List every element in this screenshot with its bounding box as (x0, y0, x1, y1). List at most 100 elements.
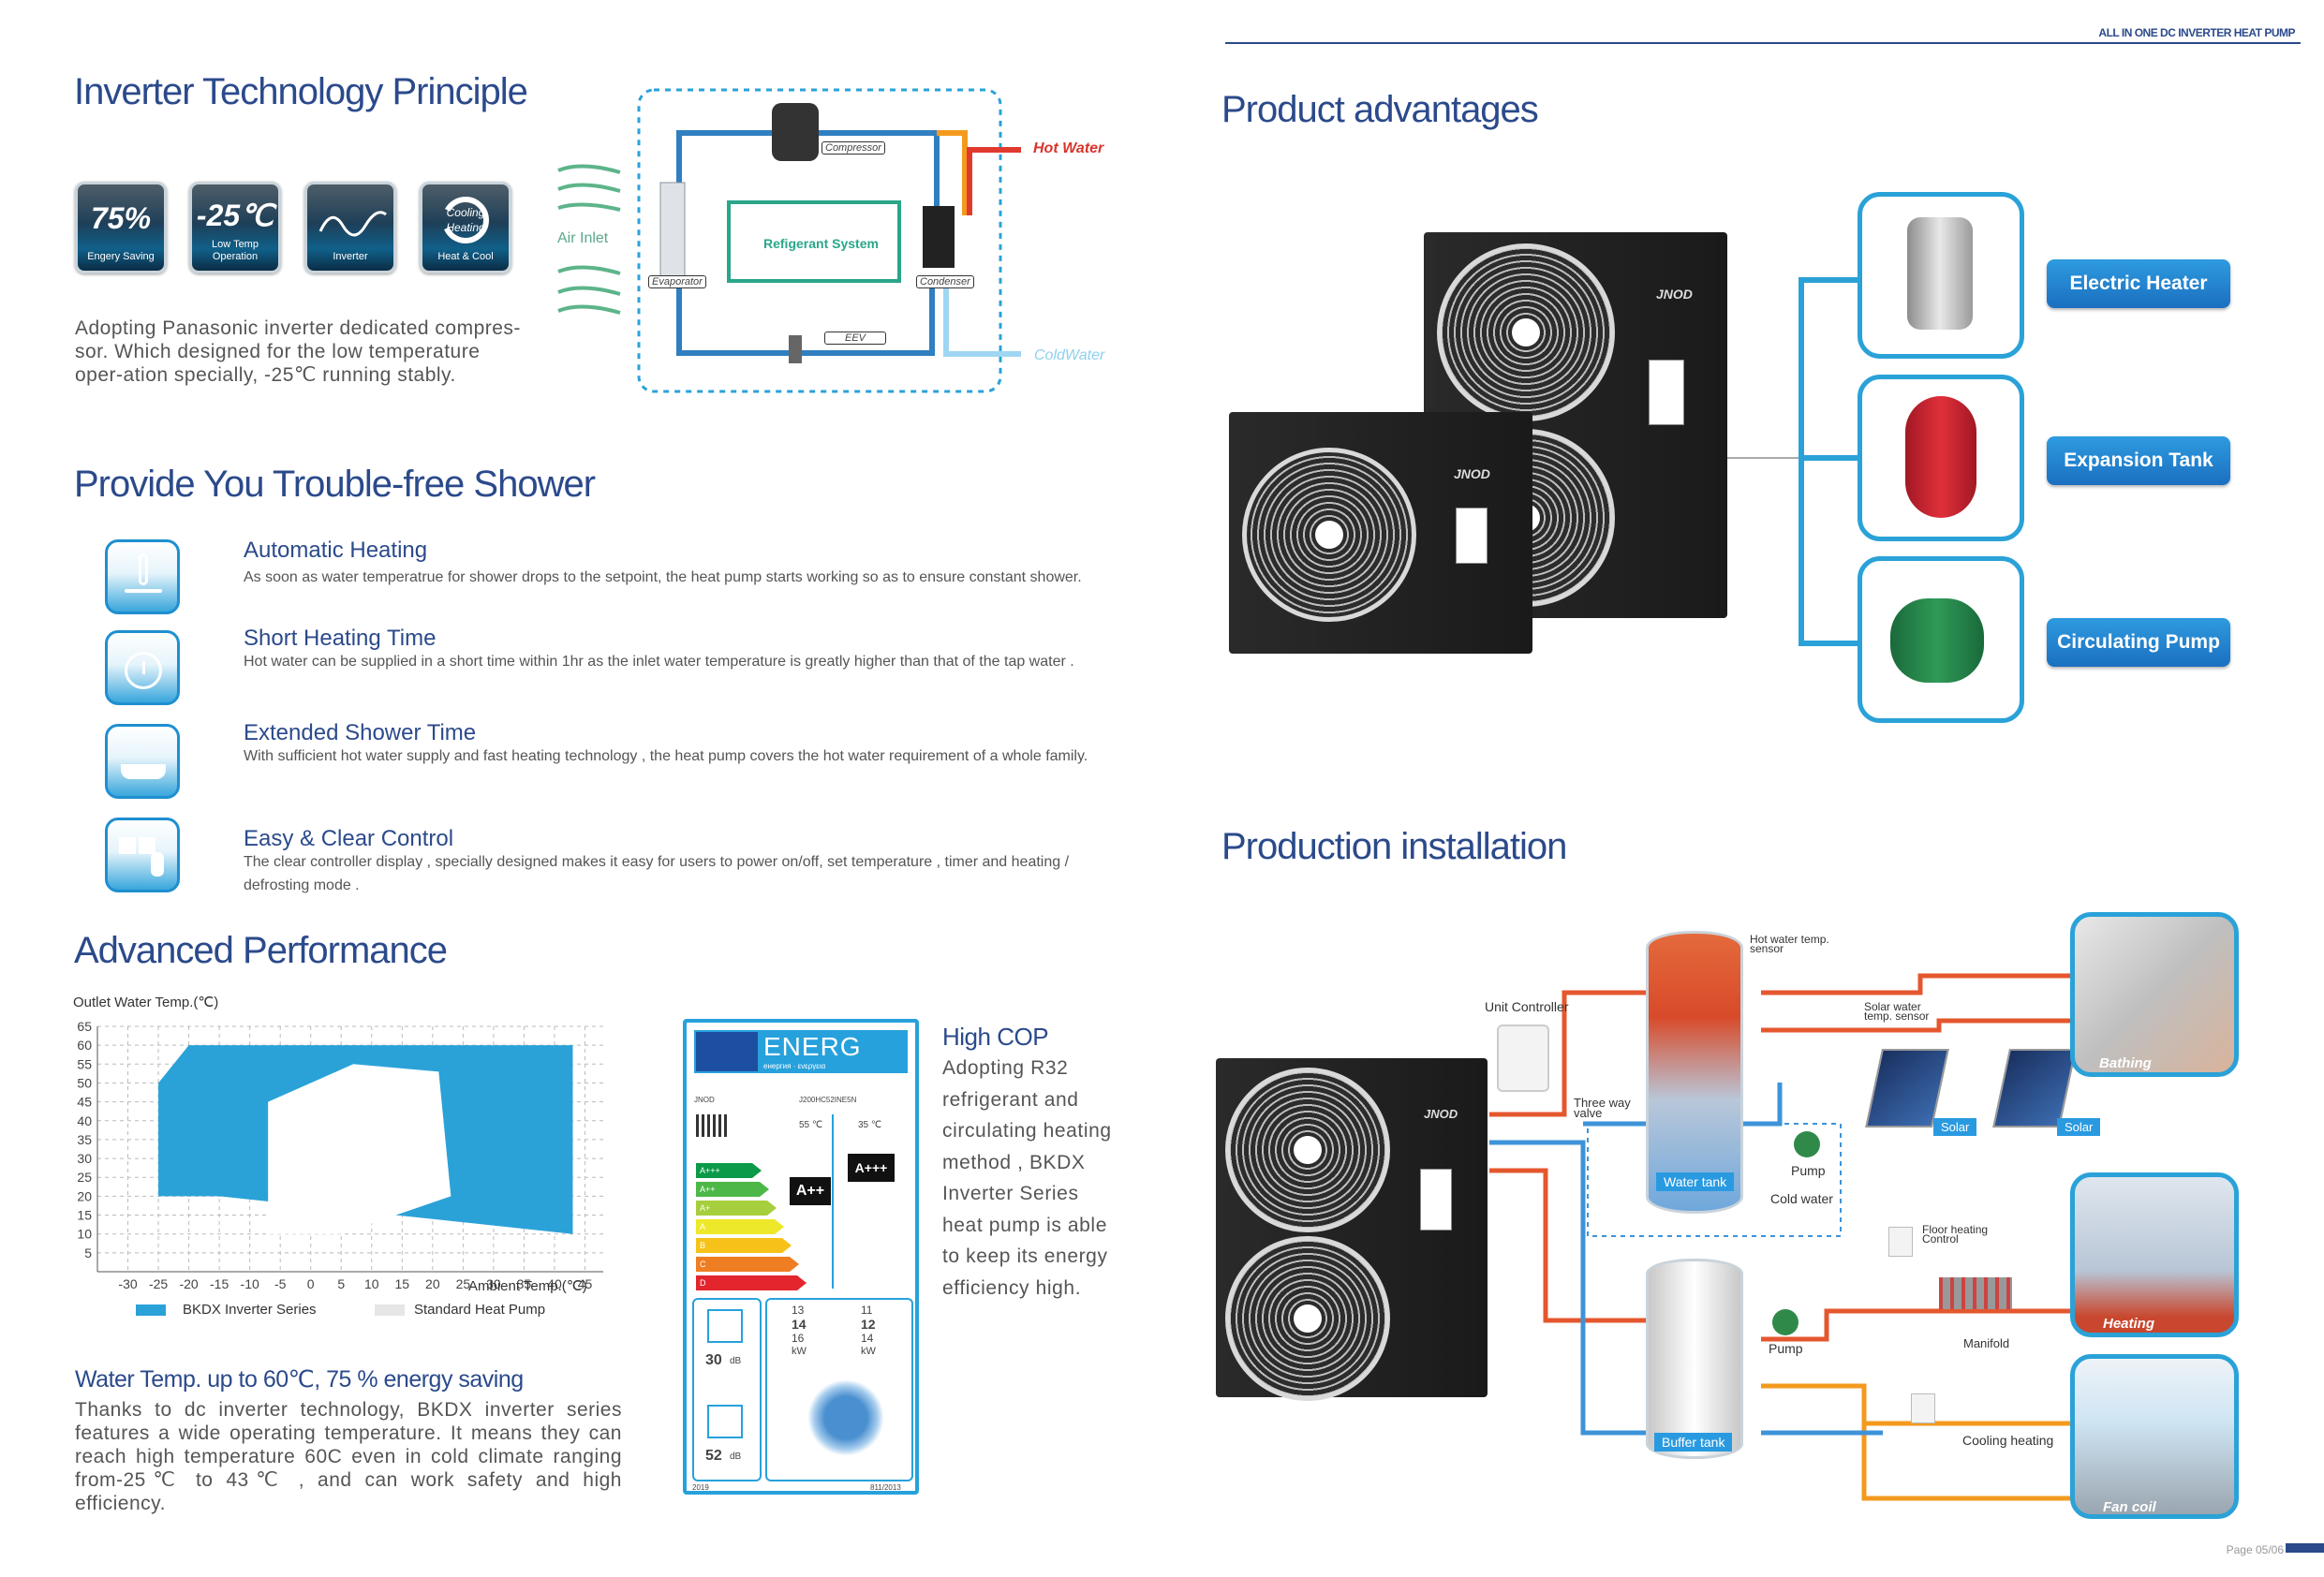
electric-heater-box (1858, 192, 2024, 359)
expansion-tank-button[interactable]: Expansion Tank (2047, 436, 2230, 485)
x-tick-label: 15 (395, 1276, 410, 1291)
label-reg: 811/2013 (870, 1483, 901, 1492)
feature-desc-extended: With sufficient hot water supply and fas… (244, 748, 1088, 764)
connector-bracket (1799, 277, 1804, 646)
performance-subtitle: Water Temp. up to 60℃, 75 % energy savin… (75, 1366, 524, 1393)
legend-swatch-bkdx (136, 1304, 166, 1316)
cold-water-label: Cold water (1770, 1191, 1833, 1206)
page-number: Page 05/06 (2226, 1543, 2284, 1556)
radiator-icon (696, 1114, 728, 1137)
class-badge-2: A+++ (848, 1154, 895, 1182)
label-year: 2019 (692, 1483, 709, 1492)
cop-title: High COP (942, 1023, 1049, 1051)
evaporator-label: Evaporator (648, 275, 706, 288)
heating-photo: Heating (2070, 1172, 2239, 1337)
x-tick-label: 35 (517, 1276, 532, 1291)
page-marker (2286, 1543, 2324, 1553)
inverter-text: Adopting Panasonic inverter dedicated co… (75, 317, 521, 386)
pump-icon (1772, 1309, 1799, 1335)
heating-label: Heating (2103, 1316, 2155, 1332)
x-tick-label: -25 (149, 1276, 168, 1291)
legend-label-bkdx: BKDX Inverter Series (183, 1302, 317, 1318)
energy-bar-d: D (696, 1275, 807, 1290)
refrigerant-label: Refigerant System (763, 236, 879, 251)
kw-col2-b: 12 (861, 1317, 876, 1332)
buffer-tank (1646, 1259, 1743, 1459)
label-temp2: 35 ℃ (858, 1120, 882, 1130)
x-tick-label: -5 (274, 1276, 287, 1291)
feature-desc-short: Hot water can be supplied in a short tim… (244, 654, 1074, 670)
shower-title: Provide You Trouble-free Shower (74, 464, 596, 505)
bathing-label: Bathing (2099, 1055, 2152, 1071)
kw-col2-a: 11 (861, 1304, 873, 1317)
x-tick-label: 40 (547, 1276, 562, 1291)
header-rule (1225, 42, 2301, 44)
sound-outdoor-icon (707, 1405, 743, 1438)
y-tick-label: 15 (77, 1208, 92, 1223)
unit-controller-device (1497, 1024, 1549, 1092)
pump-icon (1794, 1131, 1820, 1157)
series-area-2 (268, 1064, 451, 1234)
y-tick-label: 25 (77, 1170, 92, 1185)
feature-title-extended: Extended Shower Time (244, 720, 477, 745)
thermometer-icon (105, 539, 180, 614)
circulating-pump-box (1858, 556, 2024, 723)
kw-col1-unit: kW (792, 1346, 807, 1357)
solar-sensor-label: Solar water temp. sensor (1864, 1000, 1930, 1023)
y-tick-label: 60 (77, 1038, 92, 1053)
bathing-photo: Bathing (2070, 912, 2239, 1077)
electric-heater-button[interactable]: Electric Heater (2047, 259, 2230, 308)
display-panel (1649, 360, 1684, 425)
db-indoor: 30 (705, 1352, 722, 1368)
hot-water-label: Hot Water (1033, 140, 1104, 156)
kw-col1-b: 14 (792, 1317, 807, 1332)
fan-coil-label: Fan coil (2103, 1499, 2156, 1515)
circulating-pump-button[interactable]: Circulating Pump (2047, 618, 2230, 667)
energ-langs: енергия · ενεργεια (763, 1062, 826, 1070)
manifold-icon (1939, 1277, 2012, 1309)
heat-pump-install: JNOD (1216, 1058, 1488, 1401)
y-tick-label: 65 (77, 1019, 92, 1034)
x-tick-label: -15 (210, 1276, 229, 1291)
solar-label-1: Solar (1933, 1118, 1977, 1136)
energy-bar-b: B (696, 1238, 792, 1253)
timer-icon (105, 630, 180, 705)
pump-label-1: Pump (1791, 1163, 1826, 1178)
energy-label: ENERG енергия · ενεργεια JNOD J200HC52IN… (683, 1019, 919, 1495)
x-tick-label: 20 (425, 1276, 440, 1291)
energy-bar-a: A+ (696, 1201, 777, 1216)
eu-flag (696, 1032, 758, 1071)
solar-label-2: Solar (2057, 1118, 2101, 1136)
connector-top (1799, 277, 1858, 283)
condenser-label: Condenser (916, 275, 974, 288)
air-inlet-label: Air Inlet (557, 230, 609, 246)
x-tick-label: 5 (337, 1276, 345, 1291)
feature-title-automatic: Automatic Heating (244, 538, 428, 563)
y-tick-label: 5 (84, 1245, 92, 1260)
cooling-heating-label: Cooling heating (1962, 1433, 2054, 1448)
eev-label: EEV (824, 332, 886, 345)
label-model: J200HC52INE5N (799, 1096, 857, 1104)
cop-text: Adopting R32 refrigerant and circulating… (942, 1057, 1112, 1299)
y-tick-label: 30 (77, 1151, 92, 1166)
brand-logo: JNOD (1454, 466, 1490, 481)
kw-col2-c: 14 (861, 1332, 874, 1345)
manifold-label: Manifold (1963, 1336, 2010, 1350)
feature-title-control: Easy & Clear Control (244, 826, 454, 851)
wave-icon (318, 211, 387, 237)
y-tick-label: 50 (77, 1075, 92, 1090)
y-tick-label: 10 (77, 1227, 92, 1242)
cycle-icon (442, 197, 489, 243)
expansion-tank-image (1905, 396, 1976, 518)
y-tick-label: 20 (77, 1188, 92, 1203)
y-tick-label: 35 (77, 1132, 92, 1147)
hot-sensor-label: Hot water temp. sensor (1750, 933, 1829, 955)
x-tick-label: 30 (486, 1276, 501, 1291)
fan-icon (1437, 243, 1615, 421)
installation-title: Production installation (1221, 826, 1567, 867)
heat-pump-small: JNOD (1229, 412, 1532, 654)
x-tick-label: 0 (307, 1276, 315, 1291)
pump-label-2: Pump (1769, 1341, 1803, 1356)
tile-heat-cool: Cooling Heating Heat & Cool (420, 182, 511, 273)
expansion-tank-box (1858, 375, 2024, 541)
